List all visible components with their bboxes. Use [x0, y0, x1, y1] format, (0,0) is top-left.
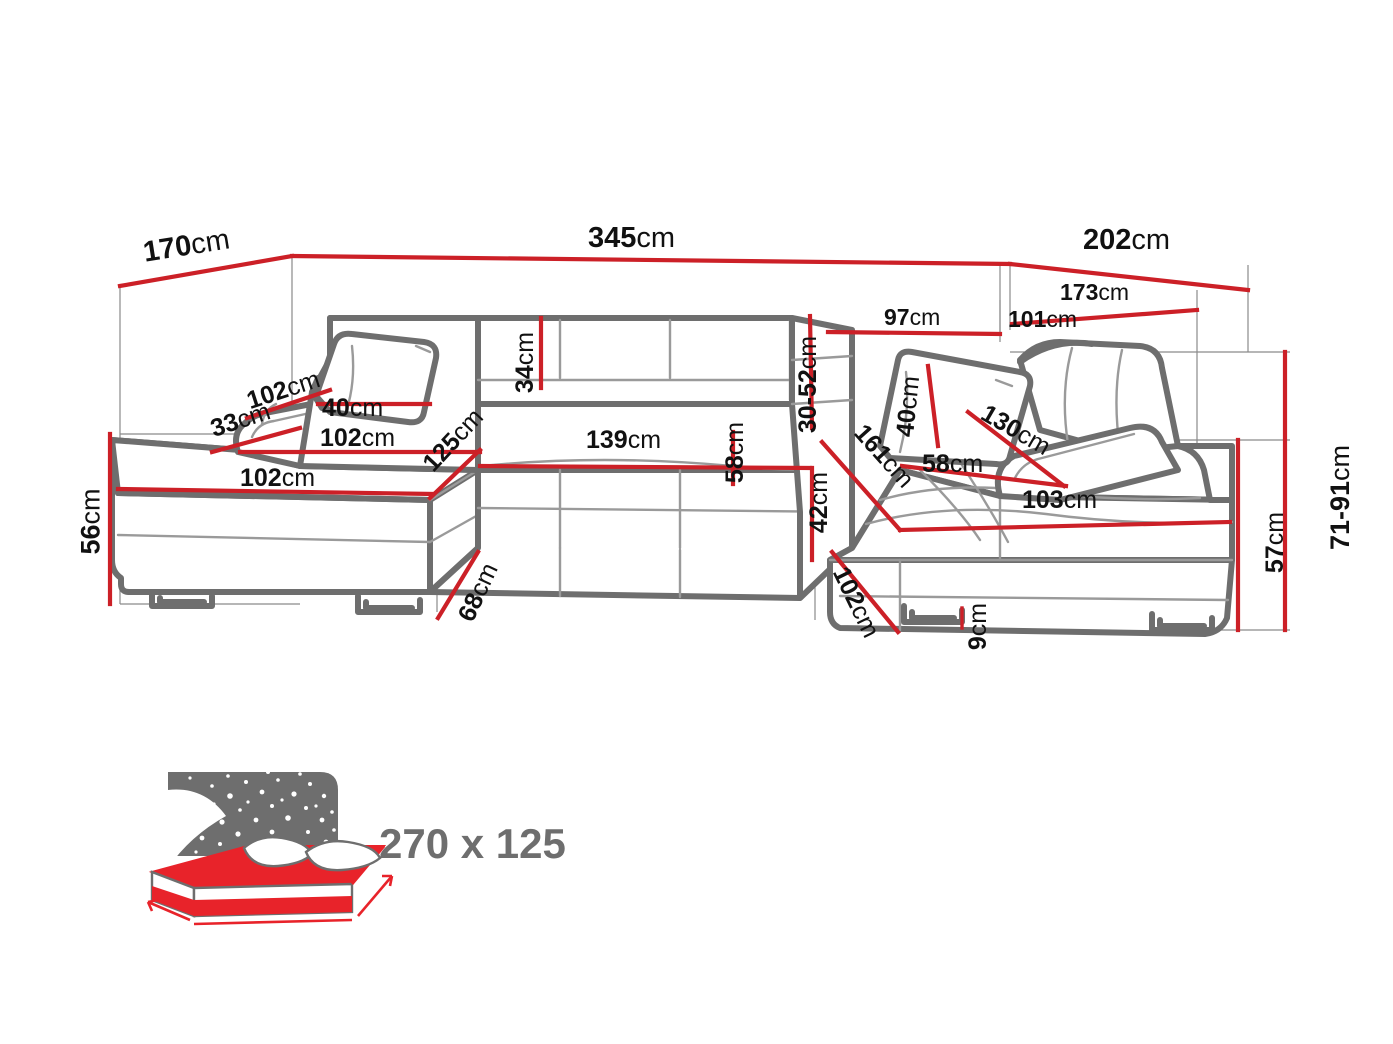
label-seat-height-right: 57cm: [1261, 511, 1290, 574]
label-right-seat-width: 103cm: [1022, 486, 1098, 514]
label-left-pillow-width: 40cm: [322, 394, 384, 422]
label-left-seat-width: 102cm: [320, 424, 396, 452]
sleeping-area-label: 270 x 125: [379, 820, 566, 867]
measurement-lines: [107, 253, 1288, 635]
stars: [176, 764, 336, 856]
label-right-depth-diag: 173cm: [1060, 279, 1130, 305]
label-back-height-range: 71-91cm: [1325, 444, 1356, 551]
label-armrest-band: 30-52cm: [794, 335, 823, 434]
sleeping-function-icon: [146, 764, 394, 926]
label-centre-seat-depth: 58cm: [721, 421, 750, 484]
label-right-pillow-height: 40cm: [890, 374, 926, 439]
label-foot-height: 9cm: [964, 602, 993, 651]
label-right-seat-top: 97cm: [884, 304, 941, 330]
label-centre-seat-width: 139cm: [586, 426, 662, 454]
label-right-back-span: 101cm: [1008, 306, 1078, 332]
label-right-seat-depth: 58cm: [922, 450, 984, 478]
label-overall-depth-right: 202cm: [1083, 224, 1171, 256]
label-overall-width-main: 345cm: [588, 222, 676, 254]
label-back-cushion-height: 34cm: [511, 331, 540, 394]
label-left-chaise-width: 102cm: [240, 464, 316, 492]
label-corner-height: 42cm: [805, 471, 834, 534]
label-left-total-height: 56cm: [75, 488, 106, 555]
